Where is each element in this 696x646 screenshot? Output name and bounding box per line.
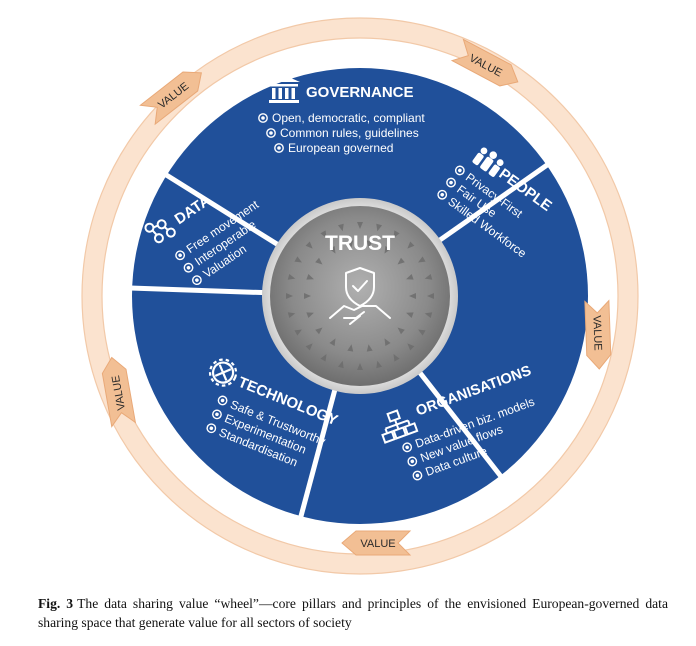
molecule-icon <box>144 219 176 244</box>
center-arrow-mark <box>397 257 405 265</box>
center-arrow-mark <box>407 343 415 351</box>
center-arrow-mark <box>294 329 302 336</box>
center-arrow-mark <box>305 343 313 351</box>
segment-divider <box>130 285 266 296</box>
center-arrow-mark <box>337 223 344 232</box>
center-arrow-mark <box>393 230 400 238</box>
center-arrow-mark <box>366 344 373 352</box>
figure-caption-text: The data sharing value “wheel”—core pill… <box>38 596 668 630</box>
segment-governance: GOVERNANCE Open, democratic, compliant C… <box>258 75 425 155</box>
value-label: VALUE <box>360 538 395 550</box>
center-arrow-mark <box>306 274 314 280</box>
center-arrow-mark <box>357 222 363 229</box>
outer-value-ring <box>82 18 638 574</box>
center-arrow-mark <box>304 293 311 299</box>
segment-divider <box>163 171 281 248</box>
center-arrow-mark <box>397 327 405 335</box>
people-icon <box>472 147 504 177</box>
center-arrow-mark <box>406 274 414 280</box>
segment-divider <box>436 162 550 244</box>
center-arrow-mark <box>337 360 344 369</box>
center-arrow-mark <box>384 246 391 254</box>
segment-title-governance: GOVERNANCE <box>306 84 414 101</box>
center-arrow-mark <box>315 327 323 335</box>
trust-center <box>270 206 450 386</box>
center-arrow-mark <box>287 312 296 319</box>
gear-wrench-icon <box>208 358 238 387</box>
segment-divider <box>298 387 338 519</box>
value-arrow-left: VALUE <box>101 356 137 428</box>
center-arrow-mark <box>357 363 363 370</box>
center-arrow-mark <box>418 256 426 263</box>
value-wheel-diagram: TRUST GOVERNANCE Open, democratic, compl… <box>81 17 639 575</box>
center-arrow-mark <box>418 329 426 336</box>
org-chart-icon <box>381 409 419 444</box>
trust-title: TRUST <box>325 232 395 255</box>
shield-handshake-icon <box>329 267 391 325</box>
segment-divider <box>416 369 504 479</box>
center-arrow-mark <box>306 312 314 318</box>
center-arrow-mark <box>305 241 313 249</box>
building-icon <box>268 75 300 103</box>
value-arrow-bottom: VALUE <box>341 530 412 556</box>
center-arrow-mark <box>409 293 416 299</box>
item-governance-2: Common rules, guidelines <box>280 126 419 140</box>
center-arrow-mark <box>406 312 414 318</box>
center-arrow-mark <box>329 246 336 254</box>
center-arrow-mark <box>393 354 400 362</box>
center-arrow-mark <box>366 240 373 248</box>
center-arrow-mark <box>329 338 336 346</box>
center-arrow-mark <box>407 241 415 249</box>
center-arrow-mark <box>315 257 323 265</box>
center-arrow-mark <box>424 312 433 319</box>
center-arrow-mark <box>347 344 354 352</box>
center-arrow-mark <box>294 256 302 263</box>
center-arrow-mark <box>376 360 383 369</box>
center-arrow-mark <box>320 354 327 362</box>
center-arrow-mark <box>427 293 434 299</box>
value-label: VALUE <box>590 315 603 351</box>
center-arrow-mark <box>287 273 296 280</box>
figure-label: Fig. 3 <box>38 596 74 611</box>
item-governance-3: European governed <box>288 141 393 155</box>
center-arrow-mark <box>424 273 433 280</box>
value-arrow-right: VALUE <box>584 299 612 370</box>
item-governance-1: Open, democratic, compliant <box>272 111 425 125</box>
center-arrow-mark <box>320 230 327 238</box>
center-arrow-mark <box>347 240 354 248</box>
center-arrow-mark <box>384 338 391 346</box>
center-arrow-mark <box>376 223 383 232</box>
center-arrow-mark <box>286 293 293 299</box>
